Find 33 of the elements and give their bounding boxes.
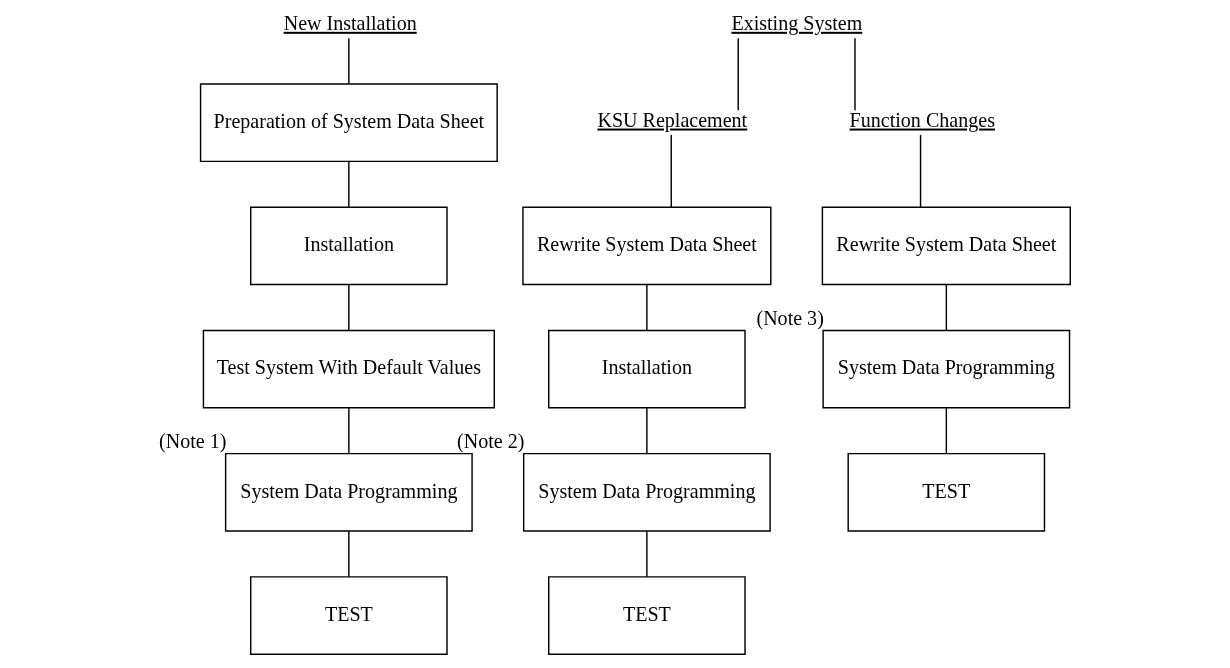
node-box: TEST (847, 452, 1046, 532)
node-text: Existing System (731, 11, 863, 34)
connector (646, 530, 648, 578)
node-box: Preparation of System Data Sheet (199, 83, 498, 163)
node-box: TEST (250, 576, 448, 655)
node-text: Function Changes (849, 108, 995, 131)
node-box: System Data Programming (522, 452, 771, 532)
node-label: (Note 1) (159, 430, 227, 453)
node-box: Test System With Default Values (202, 329, 495, 409)
connector (945, 407, 948, 455)
node-text: KSU Replacement (597, 108, 748, 131)
node-label: (Note 3) (756, 306, 824, 329)
connector (646, 407, 648, 455)
connector (737, 37, 739, 111)
node-box: Installation (250, 206, 448, 286)
connector (670, 134, 672, 208)
connector (348, 37, 350, 85)
connector (348, 160, 350, 208)
connector (854, 37, 856, 111)
connector (348, 530, 350, 578)
node-box: TEST (548, 576, 746, 655)
connector (945, 284, 948, 332)
node-text: New Installation (283, 11, 417, 34)
node-box: Rewrite System Data Sheet (522, 206, 772, 286)
node-box: Installation (548, 329, 746, 409)
node-label: (Note 2) (457, 430, 525, 453)
connector (348, 407, 350, 455)
node-box: System Data Programming (822, 329, 1071, 409)
connector (348, 284, 350, 332)
connector (919, 134, 922, 208)
connector (646, 284, 648, 332)
node-box: System Data Programming (224, 452, 473, 532)
node-box: Rewrite System Data Sheet (821, 206, 1071, 286)
